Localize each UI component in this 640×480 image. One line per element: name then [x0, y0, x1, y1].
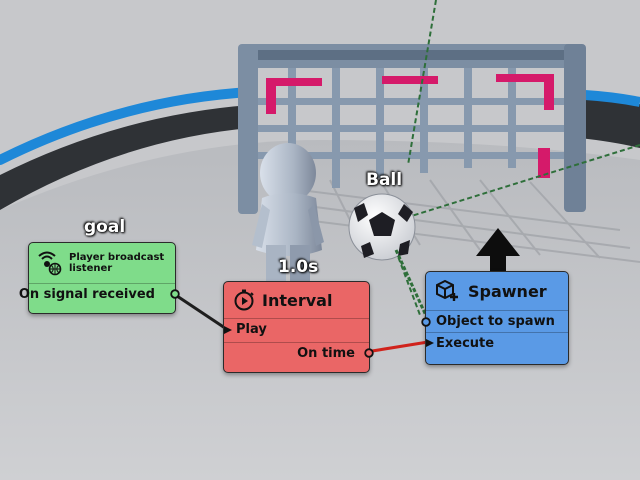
pin-label-object-to-spawn: Object to spawn [436, 314, 555, 329]
wire-interval-to-spawner [365, 340, 429, 354]
interval-time-label: 1.0s [278, 257, 319, 277]
output-pin-on-signal-received[interactable] [170, 289, 180, 299]
input-pin-execute[interactable] [425, 338, 435, 348]
debug-wire-green [389, 0, 640, 316]
input-pin-object-to-spawn[interactable] [421, 317, 431, 327]
broadcast-signal-icon [37, 250, 63, 276]
blue-track-rail [0, 87, 255, 165]
goal-label: goal [84, 217, 126, 237]
node-title: Player broadcast listener [69, 252, 165, 274]
input-pin-play[interactable] [223, 325, 233, 335]
blue-track-rail-right [584, 90, 640, 107]
ball-label: Ball [366, 170, 403, 190]
node-header[interactable]: Spawner [426, 272, 568, 310]
node-header[interactable]: Player broadcast listener [29, 243, 175, 283]
node-header[interactable]: Interval [224, 282, 369, 318]
soccer-ball[interactable] [348, 193, 416, 261]
node-divider [224, 342, 369, 343]
node-title: Interval [262, 290, 333, 310]
pin-label-execute: Execute [436, 336, 495, 351]
player-character[interactable] [252, 143, 324, 285]
node-title: Spawner [468, 281, 547, 301]
arena-wall [0, 105, 250, 210]
node-interval[interactable]: Interval Play On time [223, 281, 374, 373]
node-divider [426, 310, 568, 311]
arena-wall-right [580, 95, 640, 148]
node-spawner[interactable]: Spawner Object to spawn Execute [421, 271, 569, 365]
spawn-direction-arrow-icon [476, 228, 520, 290]
output-pin-on-time[interactable] [364, 348, 374, 358]
spawn-box-icon [434, 279, 460, 303]
wire-listener-to-interval [173, 292, 229, 332]
node-divider [29, 283, 175, 284]
node-divider [426, 332, 568, 333]
node-player-broadcast-listener[interactable]: Player broadcast listener On signal rece… [19, 242, 180, 314]
node-divider [224, 318, 369, 319]
wire-ball-to-spawner [394, 249, 430, 321]
pin-label-on-signal-received: On signal received [18, 287, 155, 302]
stopwatch-icon [232, 288, 256, 312]
goal-frame [238, 44, 586, 214]
pin-label-play: Play [236, 322, 267, 337]
pin-label-on-time: On time [297, 346, 355, 361]
